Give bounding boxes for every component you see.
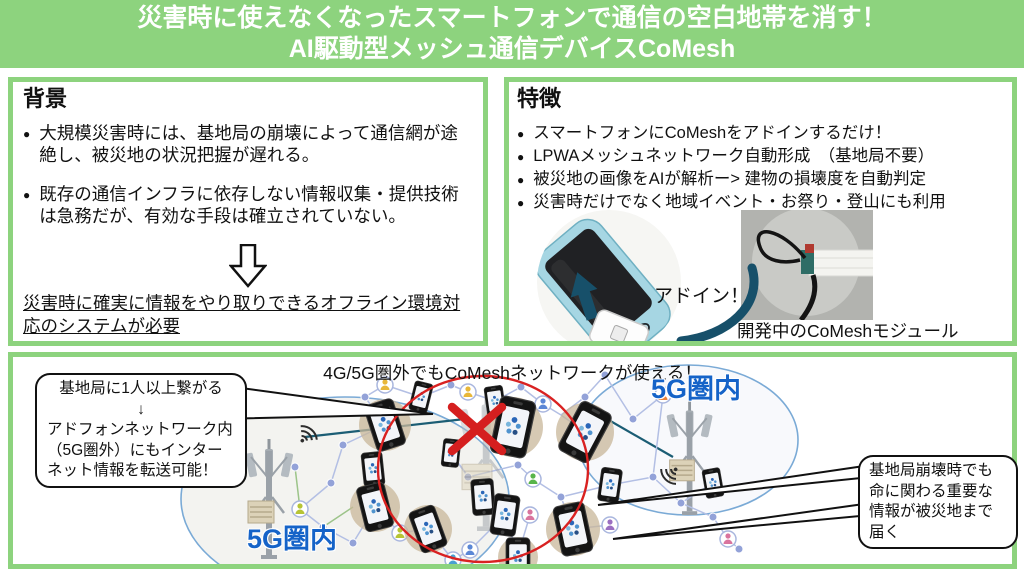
slide-title-banner: 災害時に使えなくなったスマートフォンで通信の空白地帯を消す！ AI駆動型メッシュ… (0, 0, 1024, 68)
background-bullet-list: ● 大規模災害時には、基地局の崩壊によって通信網が途絶し、被災地の状況把握が遅れ… (23, 122, 473, 227)
callout-line: 情報が被災地まで (869, 503, 994, 520)
features-bullet-text: LPWAメッシュネットワーク自動形成 （基地局不要） (533, 147, 935, 165)
right-callout: 基地局崩壊時でも 命に関わる重要な 情報が被災地まで 届く (858, 455, 1018, 549)
callout-line: 基地局に1人以上繋がる (59, 380, 223, 397)
addin-label: アドイン！ (654, 286, 749, 307)
left-zone-label: 5G圏内 (247, 524, 338, 554)
left-callout: 基地局に1人以上繋がる ↓ アドフォンネットワーク内 （5G圏外）にもインター … (35, 373, 247, 488)
bullet-icon: ● (517, 173, 525, 187)
diagram-section: 4G/5G圏外でもCoMeshネットワークが使える！ (8, 352, 1018, 569)
slide-title-line1: 災害時に使えなくなったスマートフォンで通信の空白地帯を消す！ (137, 4, 887, 32)
features-bullet-text: スマートフォンにCoMeshをアドインするだけ！ (533, 124, 892, 142)
callout-line: ↓ (137, 400, 145, 418)
list-item: ● LPWAメッシュネットワーク自動形成 （基地局不要） (517, 145, 1004, 168)
background-bullet-text: 既存の通信インフラに依存しない情報収集・提供技術は急務だが、有効な手段は確立され… (39, 184, 459, 226)
bullet-icon: ● (517, 196, 525, 210)
damaged-zone-ellipse (376, 374, 590, 564)
list-item: ● 被災地の画像をAIが解析ー> 建物の損壊度を自動判定 (517, 168, 1004, 191)
callout-line: （5G圏外）にもインター (47, 441, 223, 459)
background-section: 背景 ● 大規模災害時には、基地局の崩壊によって通信網が途絶し、被災地の状況把握… (8, 77, 488, 346)
diagram-title: 4G/5G圏外でもCoMeshネットワークが使える！ (323, 363, 702, 383)
callout-line: アドフォンネットワーク内 (47, 421, 233, 438)
features-title: 特徴 (517, 86, 562, 111)
features-bullet-list: ● スマートフォンにCoMeshをアドインするだけ！ ● LPWAメッシュネット… (517, 122, 1004, 214)
red-x-icon (447, 402, 507, 456)
list-item: ● 既存の通信インフラに依存しない情報収集・提供技術は急務だが、有効な手段は確立… (23, 183, 473, 227)
callout-line: 命に関わる重要な (869, 482, 994, 500)
comesh-module-photo (741, 210, 873, 320)
comesh-module-icon (588, 309, 650, 341)
features-section: 特徴 ● スマートフォンにCoMeshをアドインするだけ！ ● LPWAメッシュ… (504, 77, 1017, 346)
down-arrow-icon (229, 244, 267, 288)
callout-tail (218, 383, 872, 540)
module-caption: 開発中のCoMeshモジュール (737, 321, 958, 341)
list-item: ● スマートフォンにCoMeshをアドインするだけ！ (517, 122, 1004, 145)
callout-line: 届く (869, 523, 901, 541)
background-bullet-text: 大規模災害時には、基地局の崩壊によって通信網が途絶し、被災地の状況把握が遅れる。 (39, 123, 458, 165)
features-photo-area: アドイン！ 開発中のCoMeshモジュール (537, 210, 958, 341)
right-zone-label: 5G圏内 (651, 374, 742, 404)
mesh-network-diagram (180, 364, 872, 564)
bullet-icon: ● (517, 150, 525, 164)
list-item: ● 災害時だけでなく地域イベント・お祭り・登山にも利用 (517, 191, 1004, 214)
list-item: ● 大規模災害時には、基地局の崩壊によって通信網が途絶し、被災地の状況把握が遅れ… (23, 122, 473, 166)
features-bullet-text: 被災地の画像をAIが解析ー> 建物の損壊度を自動判定 (533, 170, 927, 188)
callout-line: ネット情報を転送可能！ (47, 462, 218, 479)
background-conclusion: 災害時に確実に情報をやり取りできるオフライン環境対応のシステムが必要 (23, 293, 461, 336)
slide-title-line2: AI駆動型メッシュ通信デバイスCoMesh (288, 35, 736, 63)
addin-arrow-icon (570, 263, 759, 341)
bullet-icon: ● (23, 127, 31, 141)
bullet-icon: ● (23, 188, 31, 202)
features-bullet-text: 災害時だけでなく地域イベント・お祭り・登山にも利用 (533, 193, 946, 211)
background-title: 背景 (23, 86, 68, 111)
callout-line: 基地局崩壊時でも (869, 462, 994, 479)
bullet-icon: ● (517, 127, 525, 141)
